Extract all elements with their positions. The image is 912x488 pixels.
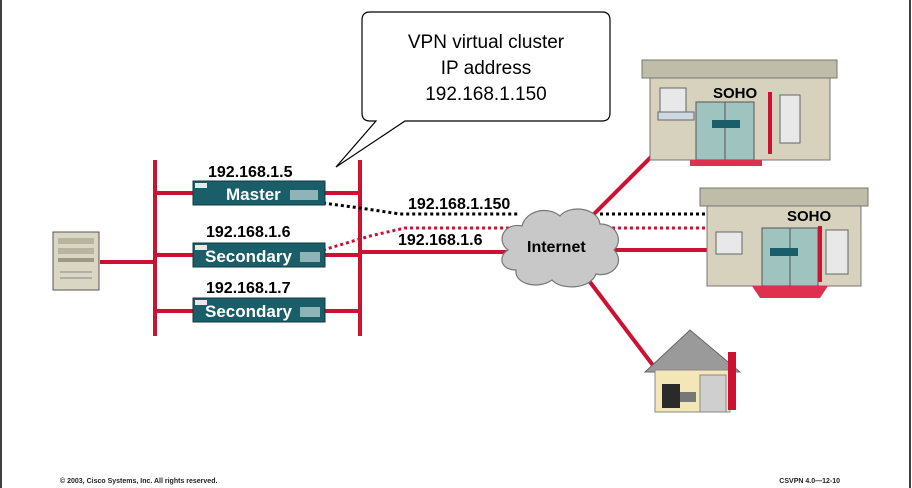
soho-label-1: SOHO xyxy=(713,85,758,102)
virtual-ip-label: 192.168.1.150 xyxy=(408,196,510,213)
soho-building-2 xyxy=(699,187,869,298)
device-role-secondary-2: Secondary xyxy=(205,302,292,321)
footer-code: CSVPN 4.0—12-10 xyxy=(779,478,840,485)
callout-bubble xyxy=(335,11,611,168)
device-ip-secondary-2: 192.168.1.7 xyxy=(206,280,291,297)
home-office-icon xyxy=(643,329,742,413)
real-ip-label: 192.168.1.6 xyxy=(398,232,483,249)
tunnel-lines xyxy=(322,201,705,252)
callout-line-1: VPN virtual cluster xyxy=(408,32,565,53)
device-role-master: Master xyxy=(226,185,281,204)
device-role-secondary-1: Secondary xyxy=(205,247,292,266)
footer-copyright: © 2003, Cisco Systems, Inc. All rights r… xyxy=(60,477,217,485)
server-icon xyxy=(52,231,100,291)
internet-cloud-icon xyxy=(501,208,620,288)
device-ip-secondary-1: 192.168.1.6 xyxy=(206,224,291,241)
soho-label-2: SOHO xyxy=(787,208,832,225)
internet-label: Internet xyxy=(527,239,586,256)
concentrator-master xyxy=(192,180,326,206)
concentrator-secondary-1 xyxy=(192,242,326,268)
callout-line-3: 192.168.1.150 xyxy=(425,84,547,105)
callout-line-2: IP address xyxy=(441,58,531,79)
soho-building-1 xyxy=(641,59,838,166)
concentrator-secondary-2 xyxy=(192,297,326,323)
device-ip-master: 192.168.1.5 xyxy=(208,164,293,181)
